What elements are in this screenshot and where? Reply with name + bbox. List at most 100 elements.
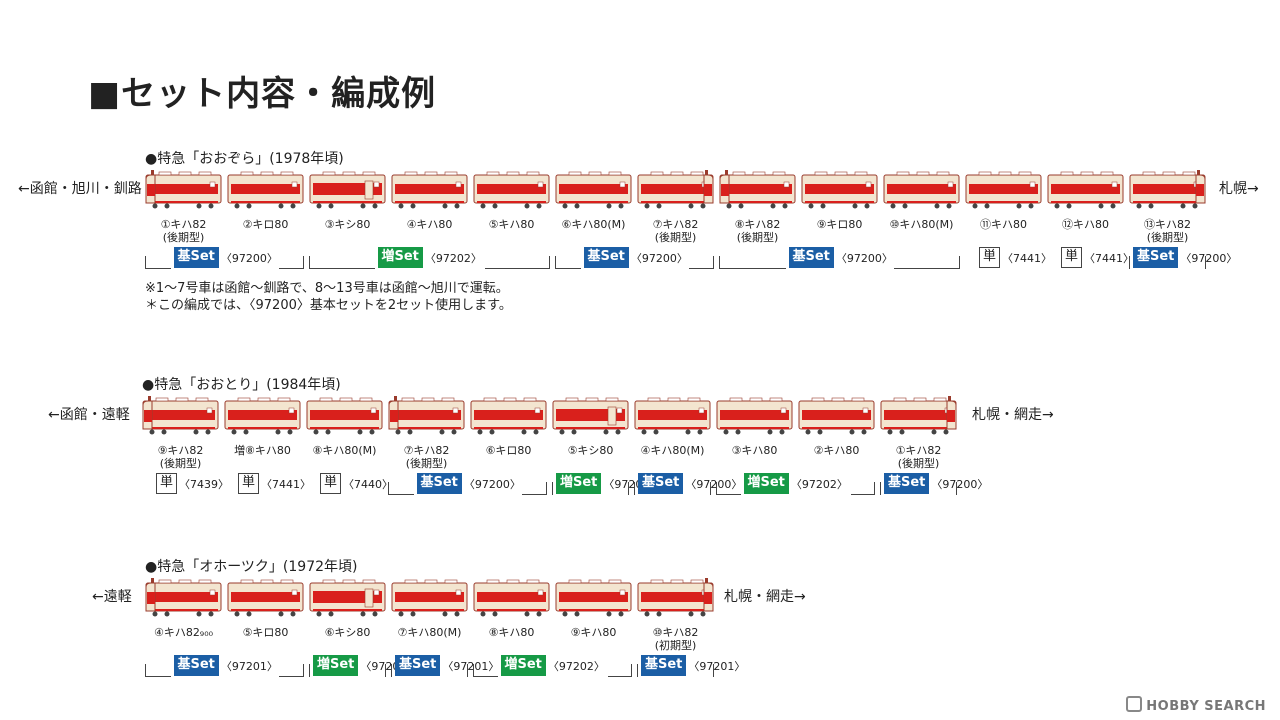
bracket-line bbox=[555, 256, 581, 269]
car-number: ⑤キシ80 bbox=[567, 444, 614, 457]
base-set-badge: 基Set bbox=[395, 655, 441, 676]
set-code: 〈97201〉 bbox=[688, 659, 746, 673]
train-car bbox=[142, 396, 219, 435]
base-set-badge: 基Set bbox=[173, 655, 219, 676]
train-car bbox=[965, 171, 1042, 209]
set-tag: 基Set〈97201〉 bbox=[395, 655, 499, 676]
car-label: 増⑧キハ80 bbox=[224, 444, 301, 457]
set-code: 〈97202〉 bbox=[424, 251, 482, 265]
car-number: 増⑧キハ80 bbox=[234, 444, 291, 457]
add-set-badge: 増Set bbox=[377, 247, 423, 268]
car-label: ⑪キハ80 bbox=[965, 218, 1042, 231]
bracket-line bbox=[710, 482, 711, 495]
bracket-line bbox=[628, 482, 629, 495]
single-car-badge: 単 bbox=[979, 247, 1001, 268]
watermark: HOBBY SEARCH bbox=[1126, 696, 1266, 714]
bracket-line bbox=[552, 482, 553, 495]
car-label: ③キシ80 bbox=[309, 218, 386, 231]
set-code: 〈97200〉 bbox=[835, 251, 893, 265]
set-group: 単〈7441〉 bbox=[1047, 246, 1134, 272]
bracket-line bbox=[388, 482, 414, 495]
set-code: 〈97200〉 bbox=[463, 477, 521, 491]
car-number: ③キハ80 bbox=[731, 444, 778, 457]
train-car bbox=[798, 397, 875, 435]
direction-right: 札幌・網走→ bbox=[972, 407, 1054, 423]
bracket-line bbox=[1129, 256, 1130, 269]
set-code: 〈97200〉 bbox=[685, 477, 743, 491]
car-label: ⑦キハ82(後期型) bbox=[388, 444, 465, 470]
car-number: ②キロ80 bbox=[242, 218, 289, 231]
formation-heading: ●特急「おおぞら」(1978年頃) bbox=[145, 151, 344, 167]
set-group: 増Set〈97202〉 bbox=[552, 472, 660, 498]
set-tag: 基Set〈97201〉 bbox=[641, 655, 745, 676]
car-label: ①キハ82(後期型) bbox=[880, 444, 957, 470]
add-set-badge: 増Set bbox=[743, 473, 789, 494]
train-car bbox=[634, 397, 711, 435]
set-group: 基Set〈97201〉 bbox=[145, 654, 304, 680]
bracket-line bbox=[278, 256, 304, 269]
car-subtype: (後期型) bbox=[159, 457, 202, 470]
car-number: ⑧キハ82 bbox=[734, 218, 781, 231]
set-code: 〈97202〉 bbox=[790, 477, 848, 491]
train bbox=[142, 396, 962, 436]
set-code: 〈97202〉 bbox=[547, 659, 605, 673]
bracket-line bbox=[467, 664, 468, 677]
base-set-badge: 基Set bbox=[416, 473, 462, 494]
car-label: ⑫キハ80 bbox=[1047, 218, 1124, 231]
car-number: ④キハ80 bbox=[406, 218, 453, 231]
train-car bbox=[388, 396, 465, 435]
bracket-line bbox=[309, 256, 375, 269]
car-subtype: (初期型) bbox=[654, 639, 697, 652]
bracket-line bbox=[956, 482, 957, 495]
set-group: 単〈7440〉 bbox=[306, 472, 393, 498]
add-set-badge: 増Set bbox=[556, 473, 602, 494]
car-number: ④キハ82₉₀₀ bbox=[153, 626, 214, 639]
set-tag: 単〈7441〉 bbox=[238, 473, 311, 494]
set-group: 増Set〈97202〉 bbox=[473, 654, 632, 680]
set-tag: 基Set〈97200〉 bbox=[788, 247, 893, 268]
set-group: 単〈7439〉 bbox=[142, 472, 229, 498]
train-car bbox=[880, 396, 957, 435]
set-code: 〈7441〉 bbox=[261, 477, 312, 491]
train-car bbox=[719, 170, 796, 209]
car-label: ⑤キロ80 bbox=[227, 626, 304, 639]
train-car bbox=[716, 397, 793, 435]
train-car bbox=[309, 171, 386, 209]
car-label: ⑥キロ80 bbox=[470, 444, 547, 457]
set-code: 〈97200〉 bbox=[1180, 251, 1238, 265]
train-car bbox=[227, 171, 304, 209]
base-set-badge: 基Set bbox=[788, 247, 834, 268]
car-label: ⑦キハ82(後期型) bbox=[637, 218, 714, 244]
page-title: ■セット内容・編成例 bbox=[88, 74, 437, 114]
car-number: ⑥キロ80 bbox=[485, 444, 532, 457]
bracket-line bbox=[145, 664, 171, 677]
base-set-badge: 基Set bbox=[638, 473, 684, 494]
car-subtype: (後期型) bbox=[162, 231, 205, 244]
train-car bbox=[637, 578, 714, 617]
car-label: ③キハ80 bbox=[716, 444, 793, 457]
base-set-badge: 基Set bbox=[641, 655, 687, 676]
car-number: ⑪キハ80 bbox=[980, 218, 1027, 231]
set-code: 〈97200〉 bbox=[630, 251, 688, 265]
formation-notes: ※1～7号車は函館～釧路で、8～13号車は函館～旭川で運転。＊この編成では、〈9… bbox=[145, 280, 512, 314]
single-car-badge: 単 bbox=[238, 473, 260, 494]
train-car bbox=[470, 397, 547, 435]
direction-right: 札幌・網走→ bbox=[724, 589, 806, 605]
car-number: ⑧キハ80 bbox=[488, 626, 535, 639]
car-label: ⑧キハ80 bbox=[473, 626, 550, 639]
note-line: ＊この編成では、〈97200〉基本セットを2セット使用します。 bbox=[145, 298, 512, 313]
car-label: ⑤キハ80 bbox=[473, 218, 550, 231]
bracket-line bbox=[688, 256, 714, 269]
car-number: ⑨キハ82 bbox=[157, 444, 204, 457]
formation-heading: ●特急「おおとり」(1984年頃) bbox=[142, 377, 341, 393]
car-label: ①キハ82(後期型) bbox=[145, 218, 222, 244]
car-label: ⑩キハ80(M) bbox=[883, 218, 960, 231]
car-number: ⑫キハ80 bbox=[1062, 218, 1109, 231]
bracket-line bbox=[893, 256, 960, 269]
car-number: ⑧キハ80(M) bbox=[312, 444, 377, 457]
car-number: ⑩キハ80(M) bbox=[889, 218, 954, 231]
train-car bbox=[1047, 171, 1124, 209]
car-number: ⑥キハ80(M) bbox=[561, 218, 626, 231]
car-label: ④キハ82₉₀₀ bbox=[145, 626, 222, 639]
set-group: 基Set〈97200〉 bbox=[555, 246, 714, 272]
